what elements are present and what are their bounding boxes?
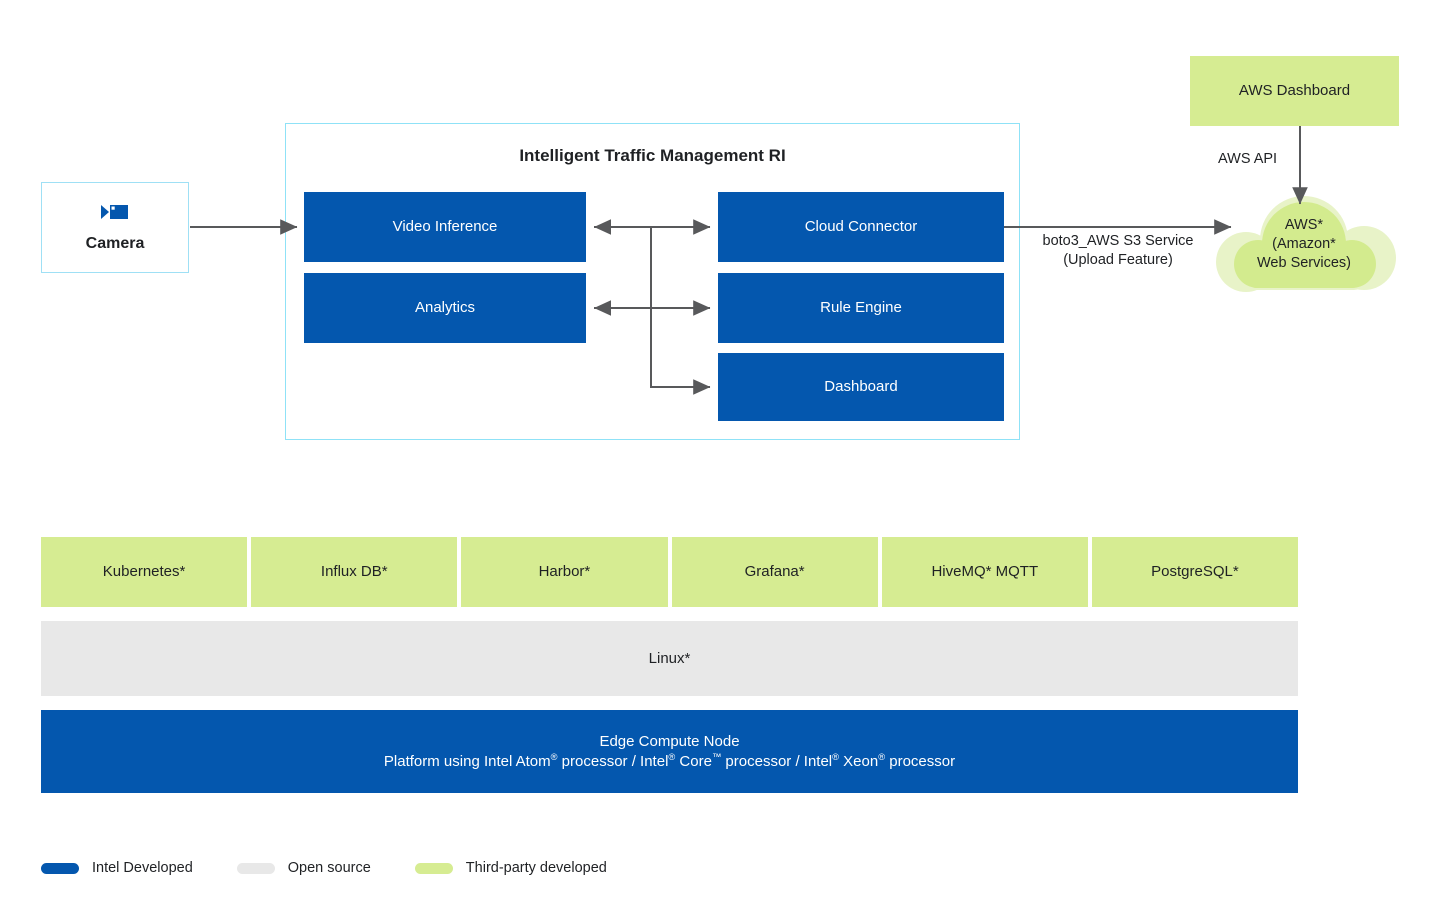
camera-node: Camera [41,182,189,273]
legend-label-third-party: Third-party developed [465,860,607,876]
aws-cloud-node: AWS* (Amazon* Web Services) [1208,196,1400,292]
stack-tile-grafana: Grafana* [671,537,878,607]
camera-label: Camera [85,235,145,252]
block-aws-dashboard: AWS Dashboard [1190,56,1399,126]
block-dashboard: Dashboard [718,353,1004,421]
block-video-inference: Video Inference [304,192,586,262]
legend-item-open-source: Open source [236,860,371,876]
third-party-row: Kubernetes* Influx DB* Harbor* Grafana* … [41,537,1299,607]
legend-label-open-source: Open source [287,860,371,876]
edge-sup-4: ® [832,751,839,762]
stack-row-os: Linux* [41,621,1298,696]
edge-node-title: Edge Compute Node [599,733,740,751]
legend-swatch-open-source [236,862,275,874]
stack-tile-postgresql: PostgreSQL* [1091,537,1299,607]
edge-part-f: processor [885,752,956,770]
aws-cloud-line-3: Web Services) [1256,255,1351,272]
edge-part-d: processor / Intel [721,752,833,770]
legend-swatch-intel [41,862,79,874]
edge-sup-5: ® [878,751,886,762]
boto3-line-2: (Upload Feature) [1063,251,1173,268]
legend-label-intel: Intel Developed [92,860,193,876]
edge-part-b: processor / Intel [557,752,669,770]
legend: Intel Developed Open source Third-party … [41,860,607,876]
cloud-shape-icon [1216,196,1396,292]
stack-tile-hivemq-mqtt: HiveMQ* MQTT [881,537,1088,607]
block-rule-engine: Rule Engine [718,273,1004,343]
stack-row-edge-compute-node: Edge Compute Node Platform using Intel A… [41,710,1298,793]
aws-cloud-label: AWS* (Amazon* Web Services) [1208,216,1400,273]
edge-part-e: Xeon [839,752,879,770]
edge-sup-2: ® [668,751,676,762]
legend-item-third-party: Third-party developed [414,860,607,876]
edge-node-platform-text: Platform using Intel Atom® processor / I… [384,752,955,771]
stack-tile-harbor: Harbor* [461,537,668,607]
aws-cloud-line-2: (Amazon* [1272,236,1336,253]
block-analytics: Analytics [304,273,586,343]
stack-tile-kubernetes: Kubernetes* [41,537,248,607]
edge-part-a: Platform using Intel Atom [383,752,551,770]
edge-label-aws-api: AWS API [1218,151,1278,167]
boto3-line-1: boto3_AWS S3 Service [1042,233,1194,249]
edge-sup-1: ® [550,751,558,762]
edge-label-boto3: boto3_AWS S3 Service (Upload Feature) [1025,232,1211,270]
legend-item-intel-developed: Intel Developed [41,860,193,876]
page-title: Intelligent Traffic Management RI [519,146,786,165]
stack-tile-influxdb: Influx DB* [251,537,458,607]
aws-cloud-line-1: AWS* [1284,217,1324,233]
video-camera-icon [100,202,130,227]
edge-sup-3: ™ [711,751,722,762]
platform-stack: Kubernetes* Influx DB* Harbor* Grafana* … [41,537,1299,793]
block-cloud-connector: Cloud Connector [718,192,1004,262]
edge-part-c: Core [675,752,712,770]
legend-swatch-third-party [414,862,453,874]
